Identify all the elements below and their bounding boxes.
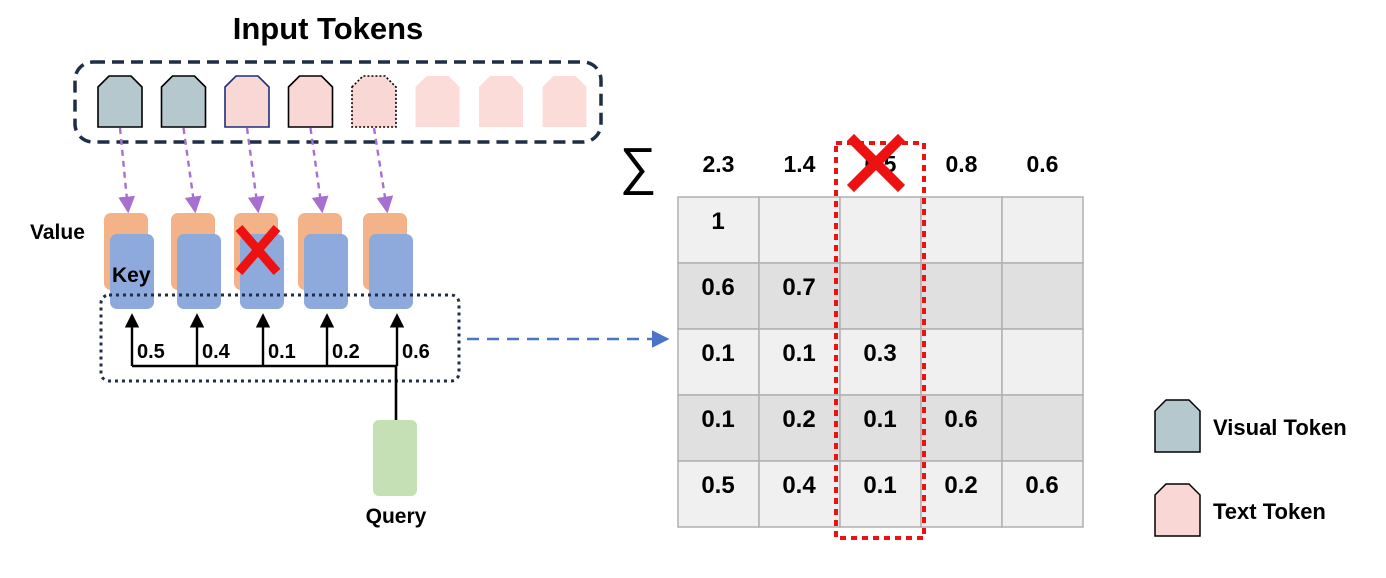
evicted-column-box <box>834 141 926 540</box>
matrix-cell <box>677 262 760 330</box>
column-sum: 1.4 <box>784 151 816 177</box>
kv-cache <box>104 213 413 309</box>
visual-token-2 <box>160 75 207 128</box>
matrix-cell <box>758 196 841 264</box>
text-token-legend-icon <box>1154 483 1201 537</box>
text-token-4 <box>287 75 334 128</box>
input-tokens-container <box>73 60 603 144</box>
attention-score: 0.1 <box>268 341 296 363</box>
matrix-cell <box>758 460 841 528</box>
matrix-cell <box>758 328 841 396</box>
matrix-cell <box>839 328 922 396</box>
matrix-value: 0.7 <box>782 274 815 301</box>
attention-scores: 0.5 0.4 0.1 0.2 0.6 <box>137 341 430 363</box>
matrix-cell <box>839 394 922 462</box>
input-tokens <box>97 75 587 128</box>
column-sum: 2.3 <box>703 151 735 177</box>
matrix-cell <box>1001 394 1084 462</box>
matrix-value: 0.1 <box>863 406 896 433</box>
query-block <box>373 420 417 496</box>
matrix-cell <box>758 262 841 330</box>
evicted-kv-x-icon <box>235 225 281 275</box>
query-connectors <box>124 313 405 420</box>
matrix-cell <box>839 196 922 264</box>
token-arrow <box>182 127 202 214</box>
matrix-value: 0.4 <box>782 472 816 499</box>
matrix-cell <box>677 196 760 264</box>
matrix-cell <box>920 262 1003 330</box>
matrix-value: 0.6 <box>944 406 977 433</box>
text-token-5 <box>351 75 397 128</box>
key-block <box>177 234 221 309</box>
matrix-cell <box>1001 460 1084 528</box>
matrix-cell <box>1001 262 1084 330</box>
matrix-value: 0.3 <box>863 340 896 367</box>
key-block <box>304 234 348 309</box>
matrix-value: 1 <box>711 208 724 235</box>
diagram-title: Input Tokens <box>233 11 424 46</box>
matrix-value: 0.5 <box>701 472 734 499</box>
text-token-7 <box>479 76 523 127</box>
text-token-8 <box>542 76 587 127</box>
matrix-value: 0.1 <box>701 406 734 433</box>
token-arrow <box>372 127 394 214</box>
matrix-value: 0.1 <box>782 340 815 367</box>
key-block <box>110 234 154 309</box>
text-token-6 <box>415 76 460 127</box>
matrix-cell <box>677 460 760 528</box>
legend-label: Visual Token <box>1213 415 1347 440</box>
attention-matrix: 1 0.6 0.7 0.1 0.1 0.3 0.1 0.2 0.1 0.6 0.5 0.4 0.1 0.2… <box>677 196 1084 528</box>
matrix-cell <box>677 394 760 462</box>
matrix-cell <box>758 394 841 462</box>
attention-score: 0.2 <box>332 341 360 363</box>
matrix-cell <box>839 460 922 528</box>
evict-x-icon <box>846 133 906 193</box>
matrix-cell <box>920 196 1003 264</box>
matrix-value: 0.2 <box>944 472 977 499</box>
column-sum: 0.6 <box>1027 151 1059 177</box>
legend-label: Text Token <box>1213 499 1326 524</box>
matrix-value: 0.1 <box>863 472 896 499</box>
matrix-cell <box>1001 328 1084 396</box>
attention-score: 0.4 <box>202 341 231 363</box>
matrix-cell <box>677 328 760 396</box>
token-arrow <box>118 127 136 214</box>
attention-score: 0.6 <box>402 341 430 363</box>
visual-token-1 <box>97 75 143 128</box>
key-label: Key <box>112 264 151 287</box>
matrix-cell <box>1001 196 1084 264</box>
query-label: Query <box>366 505 427 528</box>
visual-token-legend-icon <box>1154 399 1201 453</box>
value-label: Value <box>30 221 85 244</box>
token-arrow <box>309 127 329 214</box>
sum-symbol: ∑ <box>619 138 656 196</box>
token-arrow <box>245 127 265 214</box>
matrix-cell <box>839 262 922 330</box>
matrix-cell <box>920 460 1003 528</box>
token-to-kv-arrows <box>118 127 394 214</box>
matrix-value: 0.6 <box>701 274 734 301</box>
key-selection-box <box>99 293 461 383</box>
attention-score: 0.5 <box>137 341 165 363</box>
matrix-value: 0.1 <box>701 340 734 367</box>
text-token-3 <box>224 75 270 128</box>
matrix-value: 0.6 <box>1025 472 1058 499</box>
matrix-cell <box>920 328 1003 396</box>
key-block <box>369 234 413 309</box>
matrix-value: 0.2 <box>782 406 815 433</box>
matrix-cell <box>920 394 1003 462</box>
column-sum: 0.8 <box>946 151 978 177</box>
